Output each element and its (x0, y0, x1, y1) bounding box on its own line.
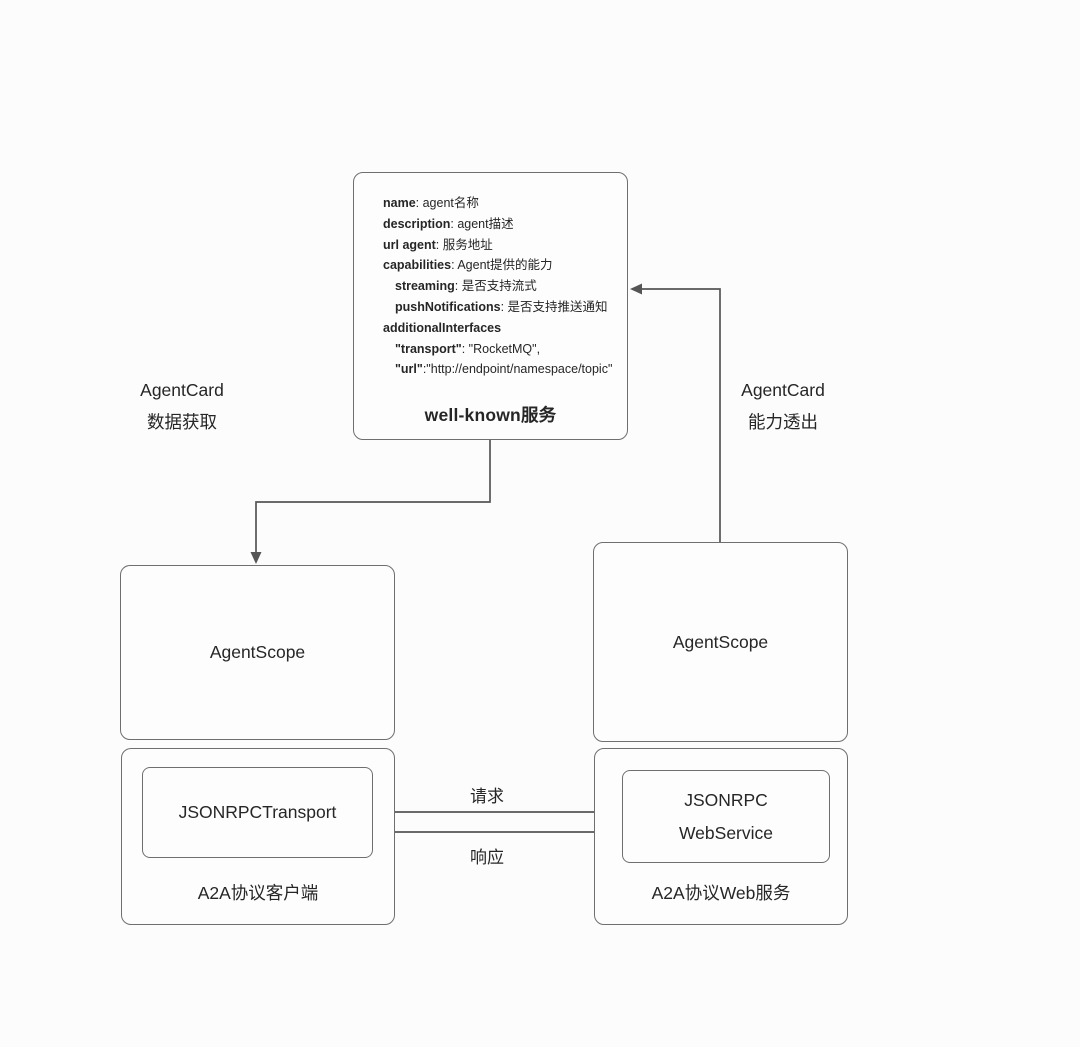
a2a-client-label: A2A协议客户端 (197, 883, 319, 903)
response-label: 响应 (470, 848, 504, 867)
jsonrpc-webservice-line2: WebService (678, 822, 774, 843)
field-value: : "RocketMQ", (461, 341, 541, 356)
field-key: capabilities (383, 258, 452, 273)
arrow-wellknown-to-agentscope-left (255, 440, 491, 552)
agent-card-field-description: description: agent描述 (383, 214, 621, 235)
field-value: : 是否支持流式 (454, 279, 537, 294)
well-known-service-box: name: agent名称 description: agent描述 url a… (353, 172, 628, 440)
jsonrpc-webservice-line1: JSONRPC (684, 789, 768, 810)
agent-card-field-name: name: agent名称 (383, 193, 621, 214)
agent-card-field-capabilities: capabilities: Agent提供的能力 (383, 255, 621, 276)
field-key: pushNotifications (395, 299, 501, 314)
agentcard-expose-label: AgentCard 能力透出 (720, 374, 846, 438)
field-key: "url" (395, 362, 423, 377)
field-value: :"http://endpoint/namespace/topic" (422, 362, 613, 377)
request-label: 请求 (470, 787, 504, 806)
field-key: streaming (395, 279, 455, 294)
agentscope-left-label: AgentScope (209, 642, 306, 662)
arrowhead-left-icon (630, 283, 642, 295)
jsonrpc-webservice-box: JSONRPC WebService (622, 770, 830, 863)
field-value: : Agent提供的能力 (451, 258, 553, 273)
agentcard-expose-line2: 能力透出 (748, 412, 818, 432)
field-key: additionalInterfaces (383, 320, 502, 335)
field-key: description (383, 216, 451, 231)
agentcard-fetch-line2: 数据获取 (147, 412, 217, 432)
field-value: : 服务地址 (435, 237, 493, 252)
field-value: : agent名称 (415, 196, 479, 210)
agent-card-field-streaming: streaming: 是否支持流式 (383, 276, 621, 297)
agent-card-field-url-agent: url agent: 服务地址 (383, 235, 621, 256)
agentscope-right-label: AgentScope (672, 631, 769, 652)
agentscope-left-box: AgentScope (120, 565, 395, 740)
arrow-agentscope-right-to-wellknown (641, 288, 721, 542)
field-key: "transport" (395, 341, 462, 356)
arrowhead-down-icon (250, 552, 262, 564)
agentscope-right-box: AgentScope (593, 542, 848, 742)
field-key: name (383, 196, 416, 210)
agent-card-fields: name: agent名称 description: agent描述 url a… (383, 193, 621, 380)
field-value: : 是否支持推送通知 (500, 299, 608, 314)
jsonrpc-webservice-label: JSONRPC WebService (623, 771, 829, 862)
agentcard-fetch-line1: AgentCard (140, 380, 224, 400)
jsonrpc-transport-label: JSONRPCTransport (178, 802, 337, 822)
jsonrpc-transport-box: JSONRPCTransport (142, 767, 373, 858)
agent-card-field-additional-interfaces: additionalInterfaces (383, 318, 621, 339)
agentcard-fetch-label: AgentCard 数据获取 (119, 374, 245, 438)
well-known-service-title: well-known服务 (424, 405, 557, 425)
field-value: : agent描述 (450, 216, 514, 231)
agentcard-expose-line1: AgentCard (741, 380, 825, 400)
agent-card-field-push-notifications: pushNotifications: 是否支持推送通知 (383, 297, 621, 318)
a2a-web-service-label: A2A协议Web服务 (651, 883, 791, 903)
agent-card-field-url: "url":"http://endpoint/namespace/topic" (383, 359, 621, 380)
agent-card-field-transport: "transport": "RocketMQ", (383, 339, 621, 360)
field-key: url agent (383, 237, 436, 252)
